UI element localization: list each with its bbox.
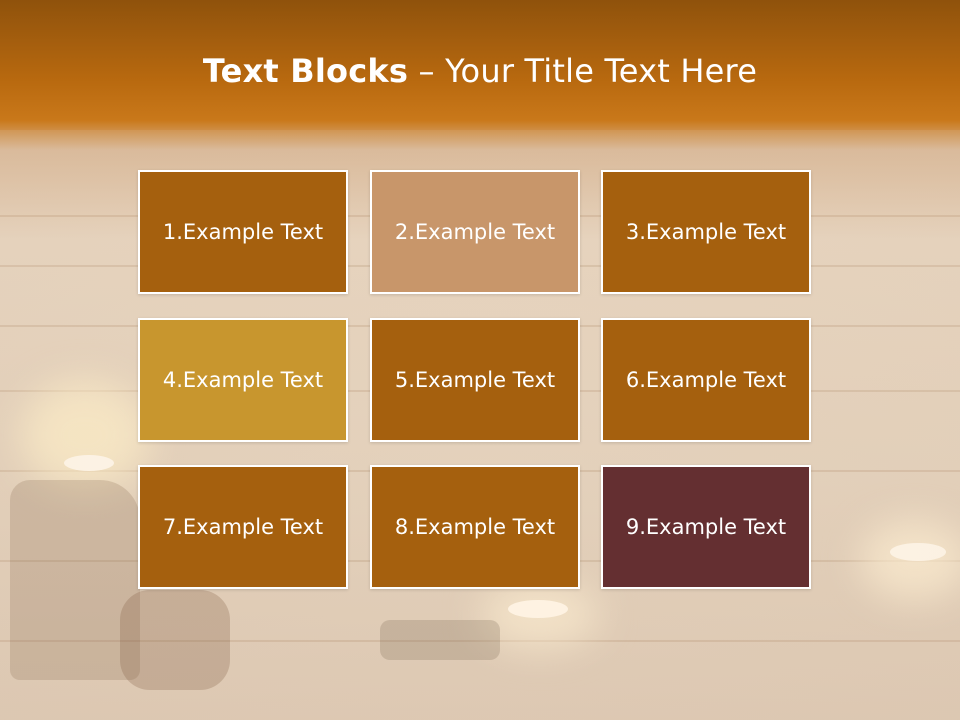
title-dash: – [408,52,446,90]
title-bold: Text Blocks [202,52,409,90]
candle [890,543,946,561]
wood-plank-line [0,640,960,642]
text-block-5: 5.Example Text [370,318,580,442]
shadow-shape [120,590,230,690]
text-block-1: 1.Example Text [138,170,348,294]
title-rest: Your Title Text Here [445,52,758,90]
text-block-7: 7.Example Text [138,465,348,589]
text-block-2: 2.Example Text [370,170,580,294]
shadow-shape [10,480,140,680]
candle-glow [20,380,150,490]
text-block-8: 8.Example Text [370,465,580,589]
text-block-3: 3.Example Text [601,170,811,294]
text-block-4: 4.Example Text [138,318,348,442]
candle [508,600,568,618]
candle [64,455,114,471]
text-block-9: 9.Example Text [601,465,811,589]
text-block-6: 6.Example Text [601,318,811,442]
shadow-shape [380,620,500,660]
slide-title: Text Blocks – Your Title Text Here [0,52,960,90]
